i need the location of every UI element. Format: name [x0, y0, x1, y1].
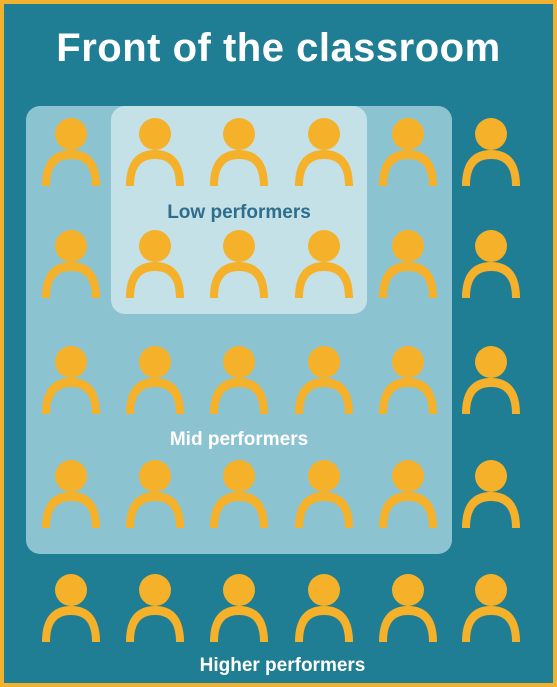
person-icon [36, 570, 106, 644]
person-icon [120, 570, 190, 644]
person-icon [456, 226, 526, 300]
person-icon [36, 342, 106, 416]
low-performers-label: Low performers [167, 202, 311, 223]
person-icon [204, 226, 274, 300]
person-icon [373, 456, 443, 530]
person-icon [373, 226, 443, 300]
person-icon [373, 342, 443, 416]
person-icon [456, 114, 526, 188]
person-icon [373, 114, 443, 188]
person-icon [36, 226, 106, 300]
person-icon [456, 570, 526, 644]
person-icon [120, 456, 190, 530]
person-icon [204, 114, 274, 188]
person-icon [120, 342, 190, 416]
person-icon [289, 342, 359, 416]
person-icon [289, 226, 359, 300]
person-icon [204, 570, 274, 644]
person-icon [289, 570, 359, 644]
mid-performers-label: Mid performers [169, 429, 309, 450]
person-icon [456, 342, 526, 416]
person-icon [204, 456, 274, 530]
person-icon [120, 226, 190, 300]
person-icon [120, 114, 190, 188]
person-icon [289, 456, 359, 530]
person-icon [36, 114, 106, 188]
person-icon [456, 456, 526, 530]
person-icon [373, 570, 443, 644]
person-icon [204, 342, 274, 416]
person-icon [289, 114, 359, 188]
higher-performers-label: Higher performers [199, 655, 366, 676]
diagram-title: Front of the classroom [56, 26, 501, 70]
person-icon [36, 456, 106, 530]
